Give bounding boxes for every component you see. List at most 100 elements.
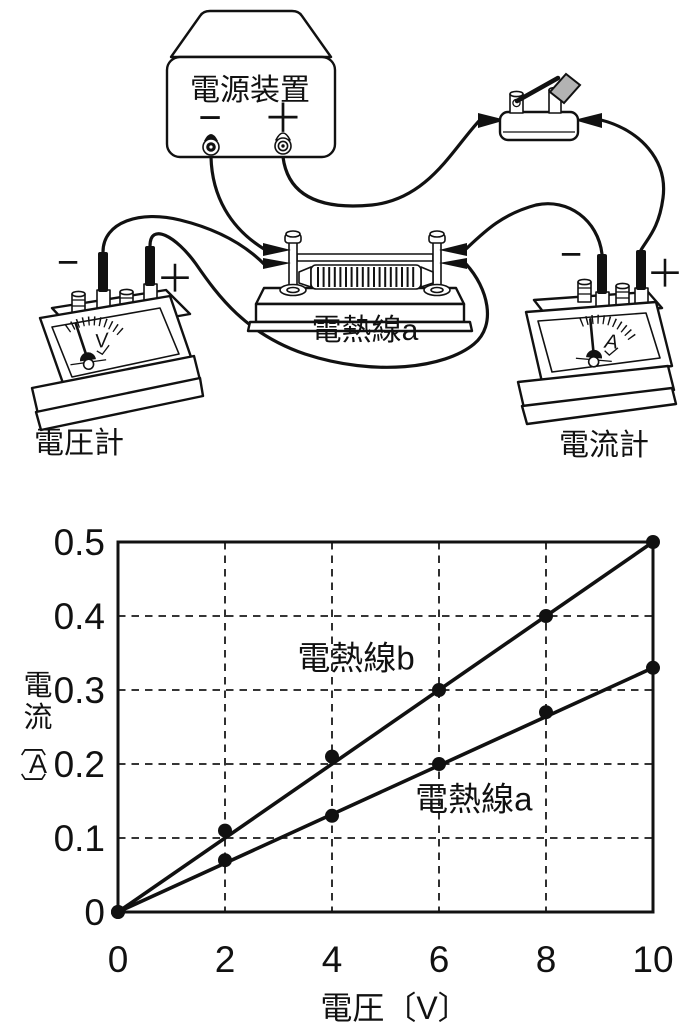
y-tick-label: 0.5 <box>54 522 105 563</box>
data-point <box>218 853 232 868</box>
power-supply-front-face <box>165 55 337 159</box>
ammeter-label: 電流計 <box>559 429 649 462</box>
wires <box>101 118 666 369</box>
data-point <box>646 535 660 549</box>
heater-left-upper-clip <box>263 243 291 256</box>
voltmeter-label: 電圧計 <box>34 427 124 460</box>
y-tick-label: 0.3 <box>54 670 105 711</box>
y-tick-label: 0.2 <box>54 744 105 785</box>
voltmeter-minus-plug <box>98 252 108 292</box>
ammeter-post-1-cap <box>577 278 592 286</box>
ammeter-base-band2 <box>520 386 678 426</box>
ammeter-plus-sign: ＋ <box>646 254 684 296</box>
heater-right-mount-inner <box>430 286 444 294</box>
data-point <box>539 705 553 720</box>
x-tick-label: 4 <box>322 939 343 980</box>
wire-voltmeter-minus-to-heater <box>101 215 266 266</box>
wire-switch-to-ammeter <box>599 118 666 252</box>
voltmeter-dial-check <box>96 344 110 356</box>
ammeter: A − ＋ 電流計 <box>516 234 684 462</box>
voltmeter-adjuster <box>82 358 95 371</box>
ammeter-minus-sign: − <box>560 234 582 276</box>
y-axis-label-char: 流 <box>23 702 53 734</box>
x-tick-label: 6 <box>429 939 450 980</box>
data-line <box>116 540 655 914</box>
ammeter-post-3-cap <box>615 282 630 290</box>
heater-left-mount-inner <box>286 286 300 294</box>
ammeter-dial-check <box>604 347 619 357</box>
data-line <box>117 666 654 914</box>
coil-body <box>310 264 422 290</box>
voltmeter-post-1-cap <box>71 290 86 298</box>
y-axis-label: 電 流 〔 A 〕 <box>14 670 62 799</box>
plus-jack-hole <box>281 144 285 148</box>
ammeter-scale-ticks <box>579 314 638 343</box>
voltmeter-minus-sign: − <box>57 242 79 284</box>
heater-label: 電熱線a <box>312 314 419 347</box>
plot-frame <box>116 540 655 914</box>
x-tick-label: 8 <box>536 939 557 980</box>
x-tick-label: 10 <box>632 939 673 980</box>
switch-handle <box>548 72 582 105</box>
voltmeter-plus-sign: ＋ <box>156 259 194 301</box>
data-point <box>432 757 446 771</box>
iv-chart: 0 2 4 6 8 10 0 0.1 0.2 0.3 0.4 0.5 電熱線b 電熱線a 電圧〔V〕 <box>54 522 674 1024</box>
coil-right-end <box>420 266 434 288</box>
heater-a: 電熱線a <box>246 230 474 347</box>
heater-right-upper-clip <box>439 243 467 256</box>
chart-generated: 0 2 4 6 8 10 0 0.1 0.2 0.3 0.4 0.5 電熱線b 電熱線a <box>54 522 674 980</box>
data-point <box>539 609 553 623</box>
wire-psplus-to-switch <box>281 119 481 208</box>
data-point <box>646 660 660 675</box>
heater-left-lower-clip <box>263 258 291 269</box>
voltmeter-posts <box>71 246 158 315</box>
x-tick-label: 0 <box>108 939 129 980</box>
series-label: 電熱線b <box>297 639 414 676</box>
wire-psminus-to-heater <box>209 155 266 251</box>
power-supply-top-face <box>169 9 333 59</box>
switch-base <box>498 110 580 142</box>
ammeter-minus-plug <box>597 254 607 294</box>
y-axis-label-char: 電 <box>23 670 53 702</box>
y-tick-label: 0.1 <box>54 818 105 859</box>
heater-rail <box>296 253 434 262</box>
x-axis-label: 電圧〔V〕 <box>320 990 469 1024</box>
voltmeter-base-band2 <box>34 376 205 432</box>
y-tick-label: 0 <box>84 892 105 933</box>
heater-right-lower-clip <box>439 258 467 269</box>
voltmeter-scale-ticks <box>64 316 127 338</box>
voltmeter-post-3-cap <box>119 288 134 296</box>
heater-base-lip <box>246 320 474 333</box>
wire-ammeter-to-heater <box>464 202 604 256</box>
switch-left-post-cap <box>509 90 524 98</box>
data-point <box>111 905 125 919</box>
ammeter-adjuster <box>587 356 600 368</box>
heater-right-post <box>432 241 442 290</box>
switch-left-clip <box>478 113 506 128</box>
heater-right-post-cap-top <box>429 230 445 238</box>
data-point <box>432 683 446 697</box>
data-point <box>325 808 339 823</box>
power-supply-minus-sign: − <box>198 96 221 140</box>
x-tick-label: 2 <box>215 939 236 980</box>
coil-left-end <box>298 266 312 288</box>
voltmeter-dial-art: V <box>64 316 127 371</box>
series-label: 電熱線a <box>415 781 533 818</box>
wire-voltmeter-plus-to-heater <box>148 232 489 369</box>
y-tick-label: 0.4 <box>54 596 105 637</box>
circuit-diagram: 電源装置 − ＋ <box>30 9 684 462</box>
switch-lever <box>514 75 561 104</box>
voltmeter-plus-plug <box>145 246 155 286</box>
voltmeter: V − ＋ 電圧計 <box>30 242 205 460</box>
ammeter-dial <box>537 312 661 373</box>
ammeter-base-band1 <box>516 364 676 410</box>
heater-left-post-cap-top <box>285 230 301 238</box>
ammeter-dial-art: A <box>575 314 638 368</box>
power-supply: 電源装置 − ＋ <box>165 9 337 159</box>
power-supply-label: 電源装置 <box>190 74 310 107</box>
ammeter-dial-letter: A <box>603 331 619 354</box>
y-axis-label-open-bracket: 〔 <box>17 730 48 757</box>
ammeter-plus-plug <box>636 250 646 290</box>
data-point <box>325 749 339 764</box>
